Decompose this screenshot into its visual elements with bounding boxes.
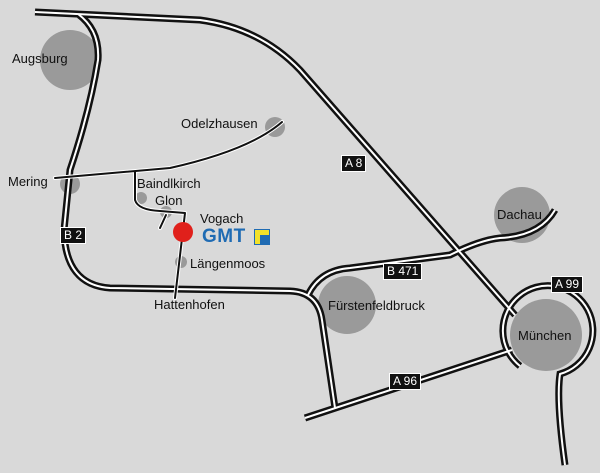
label-augsburg: Augsburg: [12, 51, 68, 66]
label-baindlkirch: Baindlkirch: [137, 176, 201, 191]
gmt-logo-icon: [254, 229, 270, 245]
label-mering: Mering: [8, 174, 48, 189]
road-sign-a99: A 99: [551, 276, 584, 293]
label-hattenhofen: Hattenhofen: [154, 297, 225, 312]
gmt-logo-text: GMT: [202, 226, 246, 247]
city-fuerstenfeldbruck: [318, 276, 376, 334]
label-dachau: Dachau: [497, 207, 542, 222]
city-baindlkirch: [135, 192, 147, 204]
label-fuerstenfeldbruck: Fürstenfeldbruck: [328, 298, 425, 313]
vogach-marker: [173, 222, 193, 242]
label-glon: Glon: [155, 193, 183, 208]
city-augsburg: [40, 30, 100, 90]
road-sign-b2: B 2: [60, 227, 87, 244]
label-laengenmoos: Längenmoos: [190, 256, 266, 271]
label-muenchen: München: [518, 328, 572, 343]
city-muenchen: [510, 299, 582, 371]
road-sign-b471: B 471: [383, 263, 423, 280]
road-sign-a96: A 96: [389, 373, 422, 390]
label-odelzhausen: Odelzhausen: [181, 116, 258, 131]
road-sign-a8: A 8: [341, 155, 367, 172]
label-vogach: Vogach: [200, 211, 244, 226]
